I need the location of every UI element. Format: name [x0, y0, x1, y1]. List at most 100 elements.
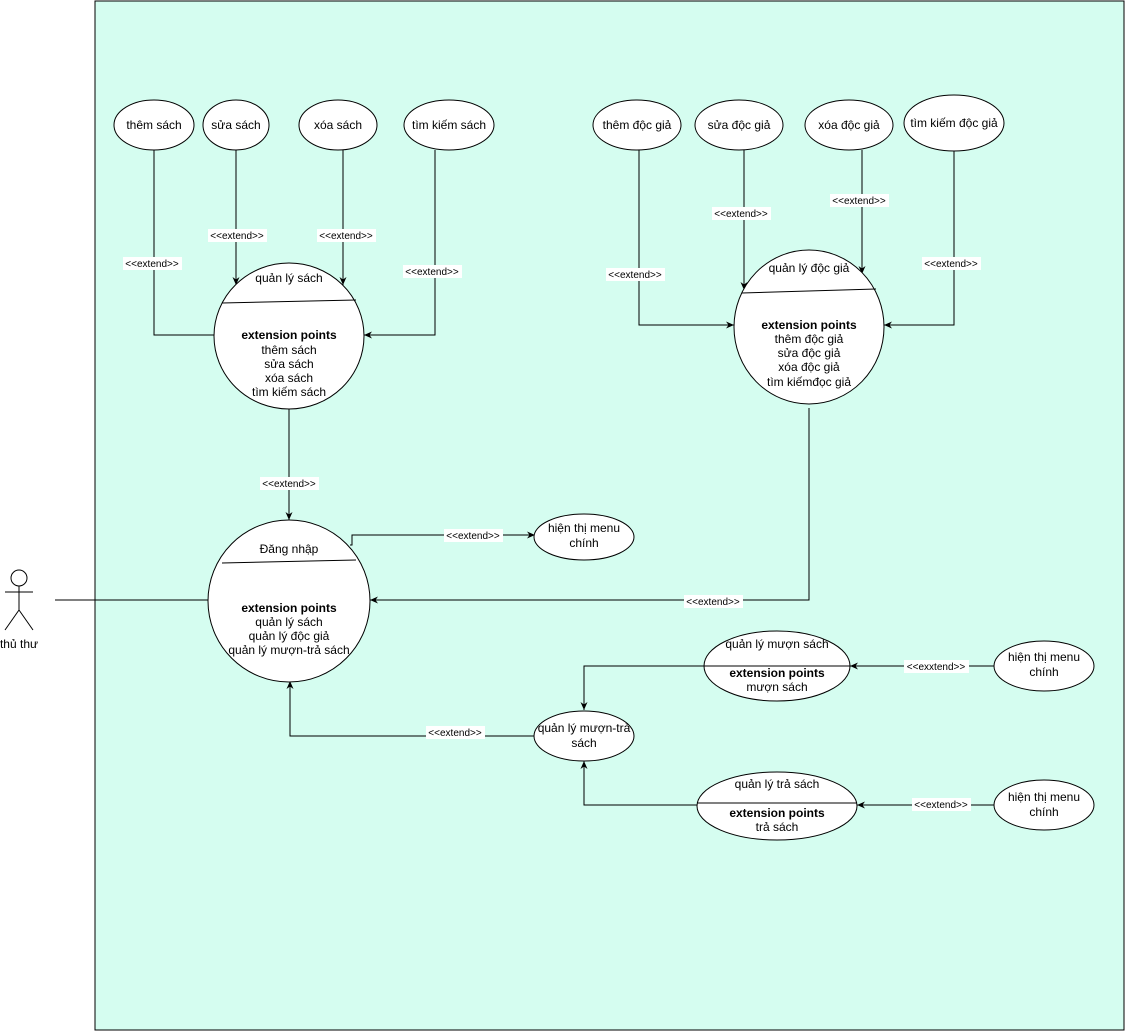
- extension-points-heading: extension points: [241, 328, 337, 342]
- svg-text:<<extend>>: <<extend>>: [714, 209, 768, 220]
- usecase-label-line2: sách: [571, 736, 596, 750]
- usecase-label: tìm kiếm sách: [412, 118, 486, 132]
- edge-doc-gia-to-dang-nhap[interactable]: [370, 408, 810, 604]
- usecase-quan-ly-sach[interactable]: quản lý sách extension points thêm sách …: [213, 262, 365, 410]
- svg-text:<<extend>>: <<extend>>: [608, 270, 662, 281]
- compartment-divider: [221, 559, 357, 564]
- svg-text:<<extend>>: <<extend>>: [446, 531, 500, 542]
- edge-label-them-doc-gia: <<extend>>: [606, 268, 665, 281]
- edge-labels: <<extend>> <<extend>> <<extend>> <<exten…: [123, 194, 981, 811]
- usecase-xoa-sach[interactable]: xóa sách: [298, 99, 378, 151]
- extension-point: quản lý độc giả: [249, 629, 330, 643]
- extension-point: xóa sách: [265, 371, 313, 385]
- edge-label-dang-nhap-to-menu: <<extend>>: [444, 529, 503, 542]
- edge-tim-kiem-sach[interactable]: [364, 150, 436, 339]
- extension-points-heading: extension points: [729, 806, 825, 820]
- usecase-label-line1: quản lý mượn-trả: [538, 721, 631, 735]
- edge-dang-nhap-to-menu[interactable]: [350, 531, 535, 546]
- extension-point: quản lý mượn-trả sách: [228, 643, 349, 657]
- svg-text:<<extend>>: <<extend>>: [832, 196, 886, 207]
- extension-point: xóa độc giả: [778, 360, 840, 374]
- edge-label-muon-tra-to-dang-nhap: <<extend>>: [426, 726, 485, 739]
- usecase-hien-thi-menu-3[interactable]: hiện thị menu chính: [993, 779, 1095, 831]
- usecase-title: quản lý mượn sách: [725, 637, 828, 651]
- usecase-quan-ly-doc-gia[interactable]: quản lý độc giả extension points thêm độ…: [733, 249, 885, 405]
- extension-point: quản lý sách: [255, 615, 322, 629]
- usecase-label-line2: chính: [1029, 665, 1058, 679]
- edge-label-doc-gia-to-dang-nhap: <<extend>>: [684, 595, 743, 608]
- svg-text:<<exxtend>>: <<exxtend>>: [907, 662, 966, 673]
- svg-text:<<extend>>: <<extend>>: [319, 231, 373, 242]
- usecase-tim-kiem-doc-gia[interactable]: tìm kiếm độc giả: [903, 94, 1005, 152]
- edge-label-menu-to-muon: <<exxtend>>: [904, 660, 969, 673]
- svg-text:<<extend>>: <<extend>>: [428, 728, 482, 739]
- edge-label-menu-to-tra: <<extend>>: [912, 798, 971, 811]
- usecase-label-line2: chính: [569, 536, 598, 550]
- edge-tra-to-muon-tra[interactable]: [580, 761, 697, 806]
- usecase-title: Đăng nhập: [260, 542, 319, 556]
- usecase-label-line1: hiện thị menu: [1008, 790, 1080, 804]
- extension-points-heading: extension points: [761, 318, 857, 332]
- usecase-label: sửa sách: [211, 118, 260, 132]
- usecase-label-line1: hiện thị menu: [1008, 650, 1080, 664]
- svg-text:<<extend>>: <<extend>>: [210, 231, 264, 242]
- usecase-label: sửa độc giả: [708, 118, 771, 132]
- svg-text:<<extend>>: <<extend>>: [405, 267, 459, 278]
- usecase-label: xóa sách: [314, 118, 362, 132]
- system-boundary: [94, 0, 1125, 1031]
- usecase-label: thêm sách: [126, 118, 181, 132]
- usecase-xoa-doc-gia[interactable]: xóa độc giả: [804, 99, 894, 151]
- usecase-them-sach[interactable]: thêm sách: [113, 99, 195, 151]
- edge-tim-kiem-doc-gia[interactable]: [884, 150, 955, 329]
- svg-text:<<extend>>: <<extend>>: [914, 800, 968, 811]
- svg-text:<<extend>>: <<extend>>: [125, 259, 179, 270]
- actor-name: thủ thư: [0, 637, 38, 651]
- extension-point: mượn sách: [746, 680, 807, 694]
- extension-point: trả sách: [756, 820, 799, 834]
- usecase-label-line1: hiện thị menu: [548, 521, 620, 535]
- extension-point: thêm sách: [261, 343, 316, 357]
- actor-thu-thu[interactable]: thủ thư: [0, 569, 38, 651]
- usecase-label: tìm kiếm độc giả: [910, 116, 998, 130]
- extension-point: tìm kiếmđọc giả: [767, 375, 851, 389]
- edge-label-xoa-doc-gia: <<extend>>: [830, 194, 889, 207]
- usecase-sua-sach[interactable]: sửa sách: [202, 99, 270, 151]
- usecase-title: quản lý sách: [255, 271, 322, 285]
- edge-label-sua-doc-gia: <<extend>>: [712, 207, 771, 220]
- usecase-them-doc-gia[interactable]: thêm độc giả: [592, 99, 682, 151]
- svg-text:<<extend>>: <<extend>>: [924, 259, 978, 270]
- usecase-label: xóa độc giả: [818, 118, 880, 132]
- stick-figure-icon: [4, 569, 34, 631]
- extension-point: sửa sách: [264, 357, 313, 371]
- svg-text:<<extend>>: <<extend>>: [262, 479, 316, 490]
- compartment-divider: [741, 288, 877, 294]
- edge-them-doc-gia[interactable]: [638, 150, 734, 329]
- usecase-label-line2: chính: [1029, 805, 1058, 819]
- compartment-divider: [221, 299, 357, 304]
- extension-point: sửa độc giả: [778, 346, 841, 360]
- usecase-tim-kiem-sach[interactable]: tìm kiếm sách: [403, 99, 495, 151]
- edge-label-tim-kiem-doc-gia: <<extend>>: [922, 257, 981, 270]
- usecase-quan-ly-muon-tra[interactable]: quản lý mượn-trả sách: [533, 710, 635, 762]
- usecase-quan-ly-tra-sach[interactable]: quản lý trả sách extension points trả sá…: [696, 771, 858, 841]
- usecase-label: thêm độc giả: [603, 118, 672, 132]
- extension-points-heading: extension points: [729, 666, 825, 680]
- edge-label-sach-to-dang-nhap: <<extend>>: [260, 477, 319, 490]
- usecase-title: quản lý độc giả: [769, 261, 850, 275]
- svg-text:<<extend>>: <<extend>>: [686, 597, 740, 608]
- usecase-hien-thi-menu-1[interactable]: hiện thị menu chính: [533, 513, 635, 561]
- usecase-dang-nhap[interactable]: Đăng nhập extension points quản lý sách …: [207, 519, 371, 683]
- edge-label-sua-sach: <<extend>>: [208, 229, 267, 242]
- edge-label-them-sach: <<extend>>: [123, 257, 182, 270]
- usecase-title: quản lý trả sách: [735, 777, 820, 791]
- extension-point: thêm độc giả: [775, 332, 844, 346]
- edge-muon-to-muon-tra[interactable]: [580, 665, 704, 710]
- edge-them-sach[interactable]: [153, 150, 229, 339]
- extension-point: tìm kiếm sách: [252, 385, 326, 399]
- usecase-sua-doc-gia[interactable]: sửa độc giả: [694, 99, 784, 151]
- extension-points-heading: extension points: [241, 601, 337, 615]
- usecase-hien-thi-menu-2[interactable]: hiện thị menu chính: [993, 640, 1095, 692]
- usecase-quan-ly-muon-sach[interactable]: quản lý mượn sách extension points mượn …: [703, 630, 851, 702]
- edge-label-tim-kiem-sach: <<extend>>: [403, 265, 462, 278]
